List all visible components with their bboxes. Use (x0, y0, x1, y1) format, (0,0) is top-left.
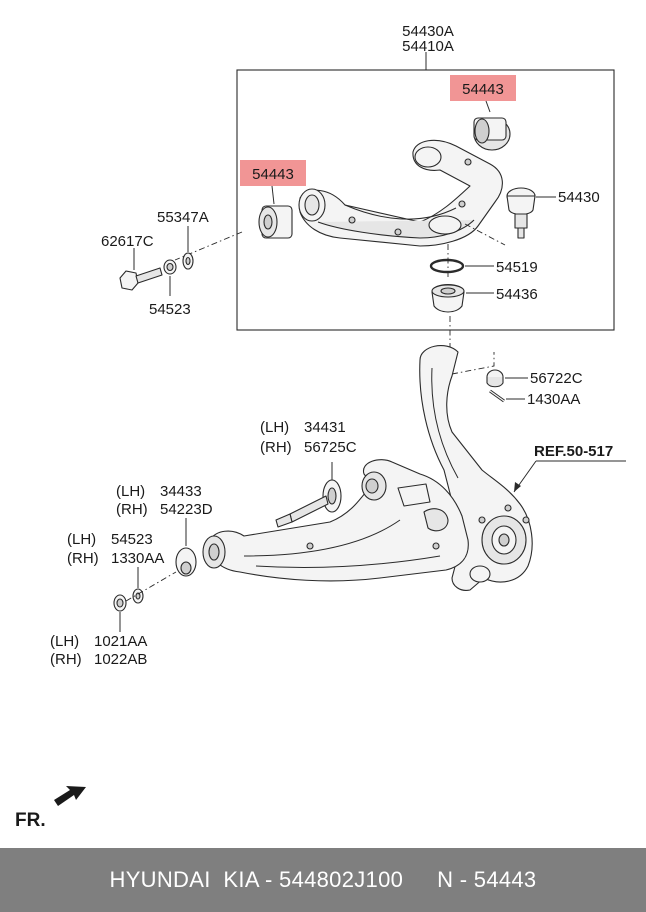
footer-brand-part-number: HYUNDAI KIA - 544802J100 (109, 867, 404, 892)
ball-joint (506, 187, 536, 239)
callout-ref-50-517[interactable]: REF.50-517 (534, 443, 613, 460)
callout-highlight-left (240, 160, 306, 186)
upper-bolt (119, 267, 163, 291)
upper-washer (182, 252, 194, 270)
lower-washer (132, 588, 144, 604)
front-label: FR. (15, 810, 46, 831)
callout-1430AA[interactable]: 1430AA (527, 391, 580, 408)
upper-nut (163, 259, 177, 275)
callout-54430[interactable]: 54430 (558, 189, 600, 206)
footer-bar: HYUNDAI KIA - 544802J100 N - 54443 (0, 848, 646, 912)
callout-54519[interactable]: 54519 (496, 259, 538, 276)
callout-lh-34433-tag: (LH) (116, 483, 145, 500)
callout-54523-upper[interactable]: 54523 (149, 301, 191, 318)
footer-callout-number: N - 54443 (437, 867, 537, 892)
callout-56725C[interactable]: 56725C (304, 439, 357, 456)
lower-nut (113, 594, 127, 612)
lower-control-arm (202, 459, 469, 582)
cam-plate (175, 547, 197, 577)
callout-lh-54523-tag: (LH) (67, 531, 96, 548)
callout-1021AA[interactable]: 1021AA (94, 633, 147, 650)
callout-rh-1022AB-tag: (RH) (50, 651, 82, 668)
callout-54443-top[interactable]: 54443 (462, 81, 504, 98)
callout-highlight-top (450, 75, 516, 101)
snap-ring (429, 258, 465, 274)
upper-control-arm (298, 139, 503, 247)
callout-34431[interactable]: 34431 (304, 419, 346, 436)
front-direction-arrow-icon (54, 786, 86, 806)
callout-54430A[interactable]: 54430A (402, 23, 454, 40)
callout-lh-34431-tag: (LH) (260, 419, 289, 436)
callout-34433[interactable]: 34433 (160, 483, 202, 500)
callout-rh-1330AA-tag: (RH) (67, 550, 99, 567)
callout-54523-lower[interactable]: 54523 (111, 531, 153, 548)
dust-cover (431, 283, 465, 313)
steering-knuckle (419, 345, 533, 591)
cotter-pin (489, 389, 505, 403)
callout-rh-54223D-tag: (RH) (116, 501, 148, 518)
callout-54223D[interactable]: 54223D (160, 501, 213, 518)
callout-lh-1021AA-tag: (LH) (50, 633, 79, 650)
castle-nut (486, 369, 504, 388)
parts-diagram: 54430A 54410A 54443 54443 54 (15, 23, 626, 831)
bushing-left (258, 205, 293, 239)
bushing-top (473, 117, 511, 151)
callout-54443-left[interactable]: 54443 (252, 166, 294, 183)
callout-rh-56725C-tag: (RH) (260, 439, 292, 456)
callout-54436[interactable]: 54436 (496, 286, 538, 303)
callout-54410A[interactable]: 54410A (402, 38, 454, 55)
callout-62617C[interactable]: 62617C (101, 233, 154, 250)
callout-56722C[interactable]: 56722C (530, 370, 583, 387)
callout-55347A[interactable]: 55347A (157, 209, 209, 226)
callout-1330AA[interactable]: 1330AA (111, 550, 164, 567)
lower-bolt (275, 479, 342, 528)
callout-1022AB[interactable]: 1022AB (94, 651, 147, 668)
